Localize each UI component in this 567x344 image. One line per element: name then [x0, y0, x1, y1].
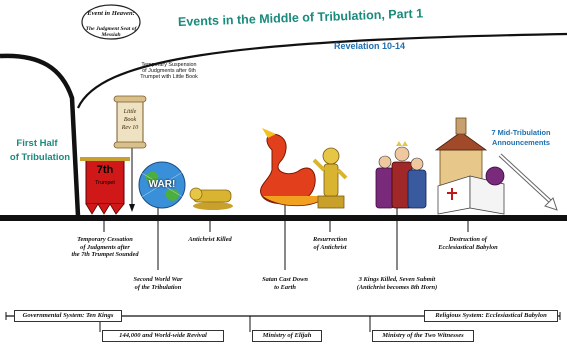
label-temporary-cessation: Temporary Cessation of Judgments after t…: [64, 236, 146, 259]
globe-war-text: WAR!: [148, 179, 176, 190]
ministry-elijah-box: Ministry of Elijah: [252, 330, 322, 342]
scroll-icon: [113, 95, 147, 149]
first-half-label-2: of Tribulation: [9, 152, 71, 163]
ministry-two-witnesses-box: Ministry of the Two Witnesses: [372, 330, 474, 342]
heaven-event-subtitle: The Judgment Seat of Messiah: [85, 26, 137, 38]
scroll-text-2: Book: [123, 117, 137, 123]
main-timeline: [0, 215, 567, 221]
label-resurrection-2: of Antichrist: [313, 243, 347, 251]
label-satan-cast-down: Satan Cast Down to Earth: [252, 276, 318, 291]
suspension-note-line1: Temporary Suspension: [141, 62, 197, 68]
label-second-world-war: Second World War of the Tribulation: [118, 276, 198, 291]
label-second-world-war-2: of the Tribulation: [134, 283, 182, 291]
dragon-icon: [260, 128, 325, 207]
label-antichrist-killed-1: Antichrist Killed: [188, 236, 232, 243]
suspension-note-line2: of Judgments after 6th: [142, 68, 196, 75]
label-destruction: Destruction of Ecclesiastical Babylon: [424, 236, 512, 251]
left-arc: [0, 53, 81, 217]
label-resurrection: Resurrection of Antichrist: [298, 236, 362, 251]
trumpet-word: Trumpet: [95, 180, 115, 186]
first-half-label-1: First Half: [16, 138, 58, 149]
fallen-statue-icon: [189, 187, 233, 210]
scroll-text-3: Rev 10: [121, 125, 139, 131]
announcements-label-2: Announcements: [492, 138, 550, 147]
label-antichrist-killed: Antichrist Killed: [178, 236, 242, 244]
revival-box: 144,000 and World-wide Revival: [102, 330, 224, 342]
globe-icon: [138, 161, 189, 209]
suspension-note: Temporary Suspension of Judgments after …: [136, 62, 202, 81]
governmental-system-box: Governmental System: Ten Kings: [14, 310, 122, 322]
label-temporary-cessation-3: the 7th Trumpet Sounded: [71, 251, 139, 259]
trumpet-icon: [80, 157, 130, 215]
label-satan-cast-down-1: Satan Cast Down: [262, 276, 308, 283]
label-resurrection-1: Resurrection: [312, 236, 348, 243]
label-satan-cast-down-2: to Earth: [274, 283, 296, 291]
church-book-icon: [434, 117, 505, 215]
label-temporary-cessation-2: of Judgments after: [80, 243, 130, 251]
label-kings-killed: 3 Kings Killed, Seven Submit (Antichrist…: [346, 276, 448, 291]
suspension-note-line3: Trumpet with Little Book: [140, 74, 198, 81]
label-destruction-2: Ecclesiastical Babylon: [438, 243, 498, 251]
announcements-arrowhead: [544, 197, 558, 211]
label-temporary-cessation-1: Temporary Cessation: [77, 236, 133, 243]
label-destruction-1: Destruction of: [449, 236, 487, 243]
religious-system-box: Religious System: Ecclesiastical Babylon: [424, 310, 558, 322]
label-second-world-war-1: Second World War: [133, 276, 183, 283]
suspension-arrowhead: [129, 204, 135, 212]
diagram-subtitle: Revelation 10-14: [334, 41, 406, 51]
scroll-text: Little Book Rev 10: [118, 108, 142, 132]
announcements-label-1: 7 Mid-Tribulation: [491, 128, 551, 137]
trumpet-number: 7th: [96, 164, 114, 176]
label-kings-killed-1: 3 Kings Killed, Seven Submit: [358, 276, 436, 283]
kings-icon: [375, 141, 427, 209]
heaven-arc: [77, 32, 567, 109]
heaven-oval: [81, 4, 141, 40]
scroll-text-1: Little: [123, 109, 137, 115]
gold-statue-icon: [312, 147, 348, 209]
heaven-event-title: Event in Heaven:: [87, 10, 135, 17]
label-kings-killed-2: (Antichrist becomes 8th Horn): [356, 283, 438, 291]
